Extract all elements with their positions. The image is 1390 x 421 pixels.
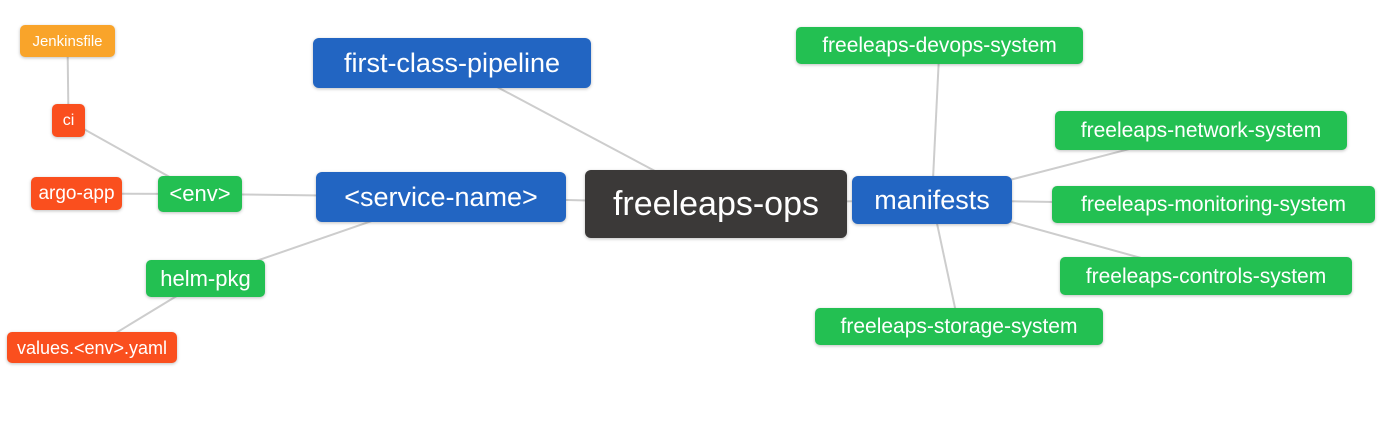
node-first-class-pipeline[interactable]: first-class-pipeline: [313, 38, 591, 88]
edge-manifests-devops-system: [931, 45, 941, 201]
node-jenkinsfile[interactable]: Jenkinsfile: [20, 25, 115, 57]
node-env[interactable]: <env>: [158, 176, 242, 212]
node-values-env-yaml[interactable]: values.<env>.yaml: [7, 332, 177, 363]
node-manifests[interactable]: manifests: [852, 176, 1012, 224]
node-freeleaps-ops[interactable]: freeleaps-ops: [585, 170, 847, 238]
node-service-name[interactable]: <service-name>: [316, 172, 566, 222]
node-freeleaps-controls-system[interactable]: freeleaps-controls-system: [1060, 257, 1352, 295]
node-argo-app[interactable]: argo-app: [31, 177, 122, 210]
node-helm-pkg[interactable]: helm-pkg: [146, 260, 265, 297]
node-freeleaps-monitoring-system[interactable]: freeleaps-monitoring-system: [1052, 186, 1375, 223]
node-ci[interactable]: ci: [52, 104, 85, 137]
node-freeleaps-storage-system[interactable]: freeleaps-storage-system: [815, 308, 1103, 345]
node-freeleaps-network-system[interactable]: freeleaps-network-system: [1055, 111, 1347, 150]
node-freeleaps-devops-system[interactable]: freeleaps-devops-system: [796, 27, 1083, 64]
